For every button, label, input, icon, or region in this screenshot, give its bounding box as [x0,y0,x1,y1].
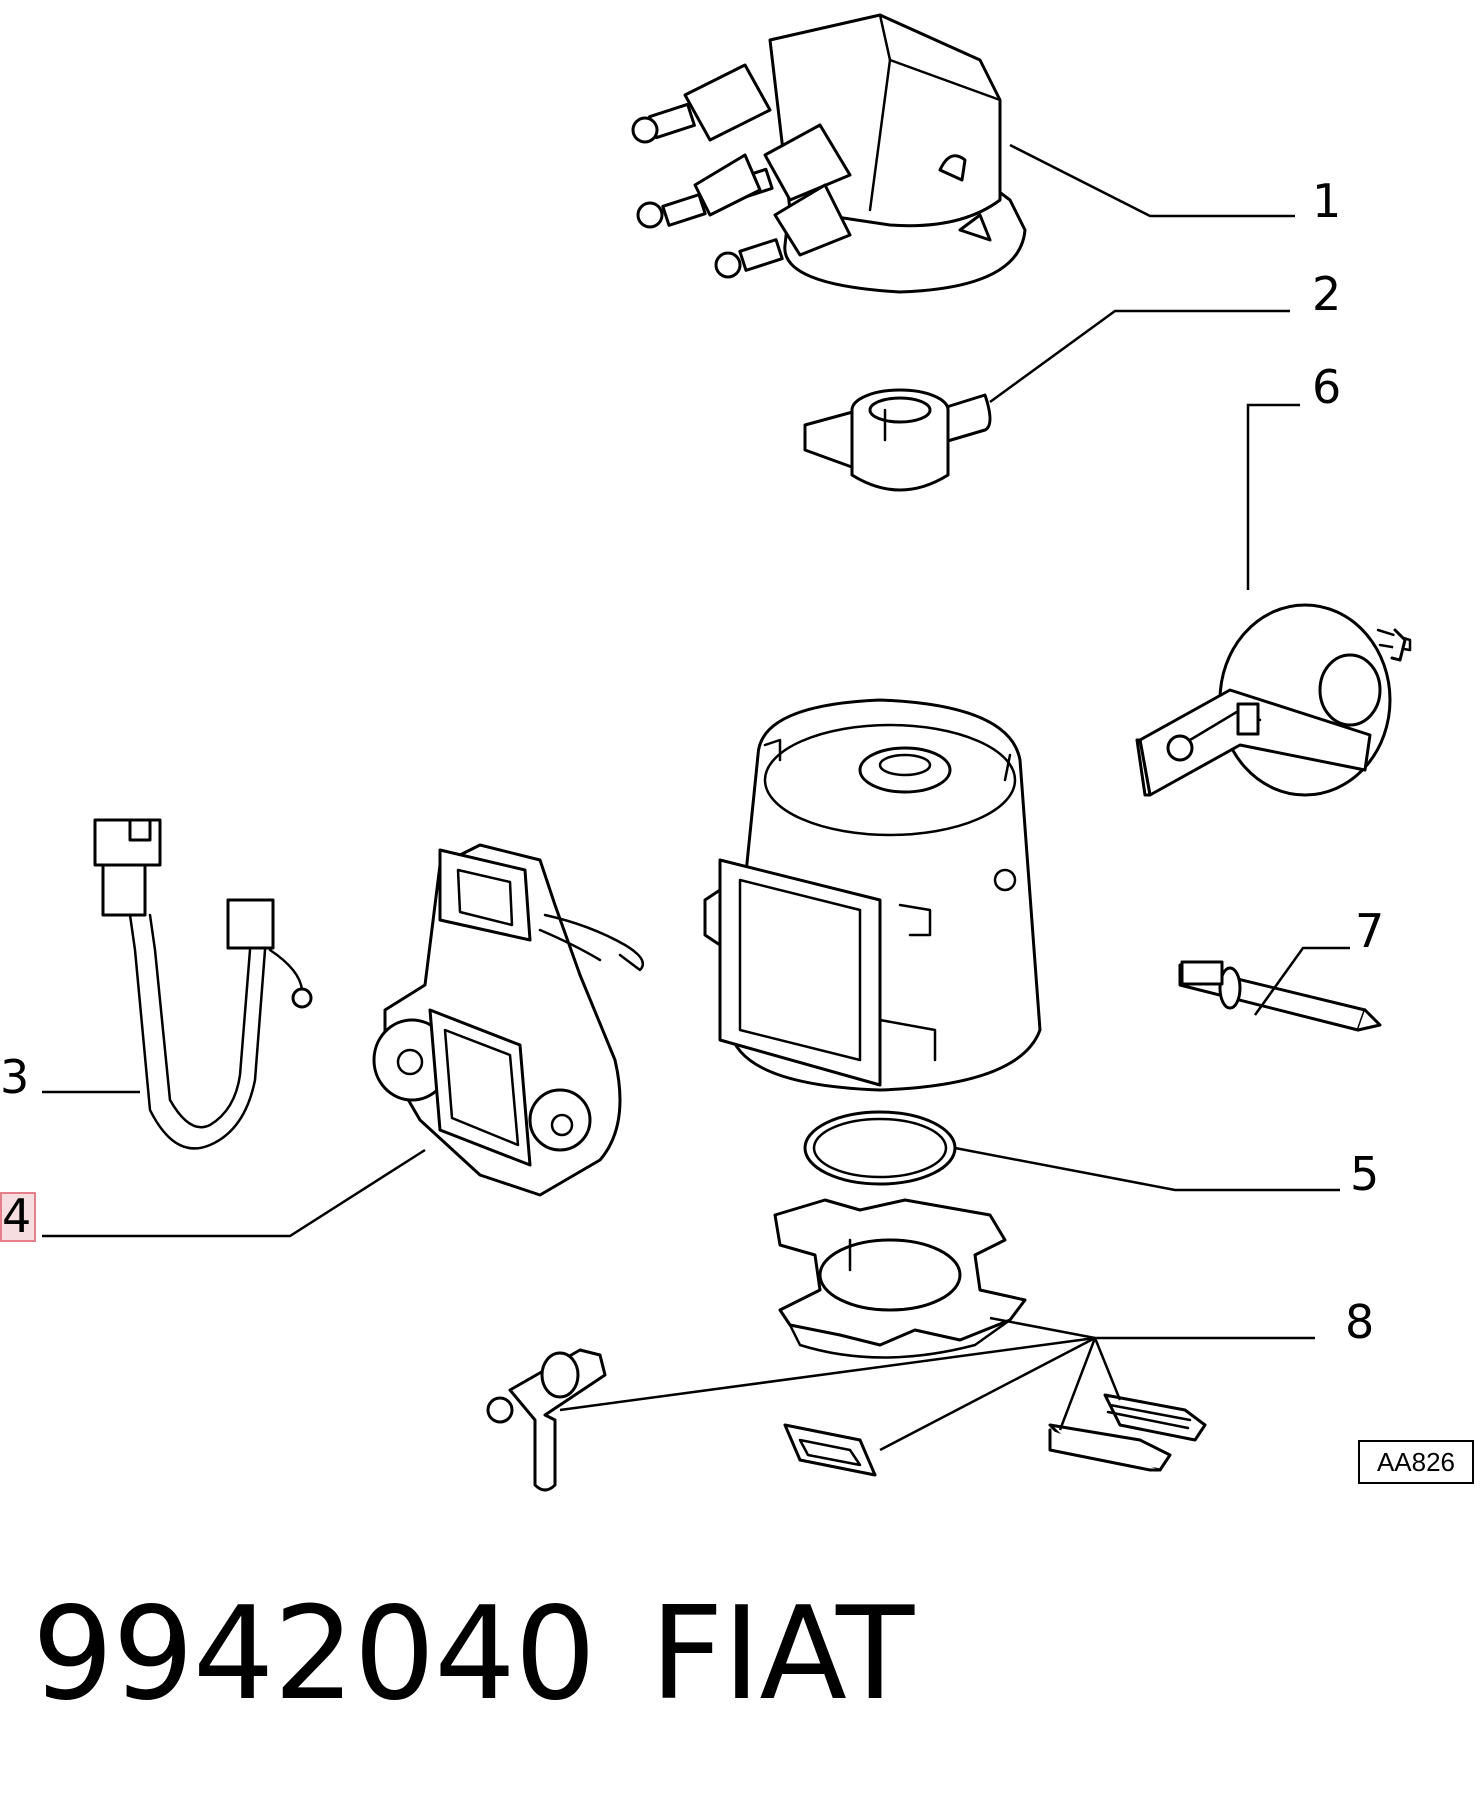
reluctor-plate-drawing [773,1198,1027,1359]
callout-7: 7 [1355,904,1384,958]
callout-8: 8 [1345,1295,1374,1349]
callout-4[interactable]: 4 [2,1189,32,1243]
distributor-body-drawing [703,698,1042,1092]
rotor-drawing [803,388,992,492]
callout-2: 2 [1312,267,1341,321]
kit-contacts-drawing [1048,1393,1207,1472]
kit-sleeve-drawing [486,1348,607,1492]
callout-3: 3 [0,1050,29,1104]
distributor-cap-drawing [631,13,1027,294]
wiring-harness-drawing [93,818,313,1150]
callout-5: 5 [1350,1147,1379,1201]
part-number-caption: 9942040 [32,1580,596,1729]
brand-caption: FIAT [650,1580,914,1729]
o-ring-drawing [803,1110,957,1186]
kit-gasket-drawing [783,1423,877,1477]
callout-6: 6 [1312,360,1341,414]
reference-code-label: AA826 [1358,1440,1474,1484]
leader-lines [42,143,1350,1452]
callout-4-highlight [0,1192,36,1242]
pin-drawing [1178,960,1382,1032]
callout-1: 1 [1312,174,1341,228]
sensor-module-drawing [372,843,645,1197]
vacuum-advance-drawing [1135,603,1412,797]
